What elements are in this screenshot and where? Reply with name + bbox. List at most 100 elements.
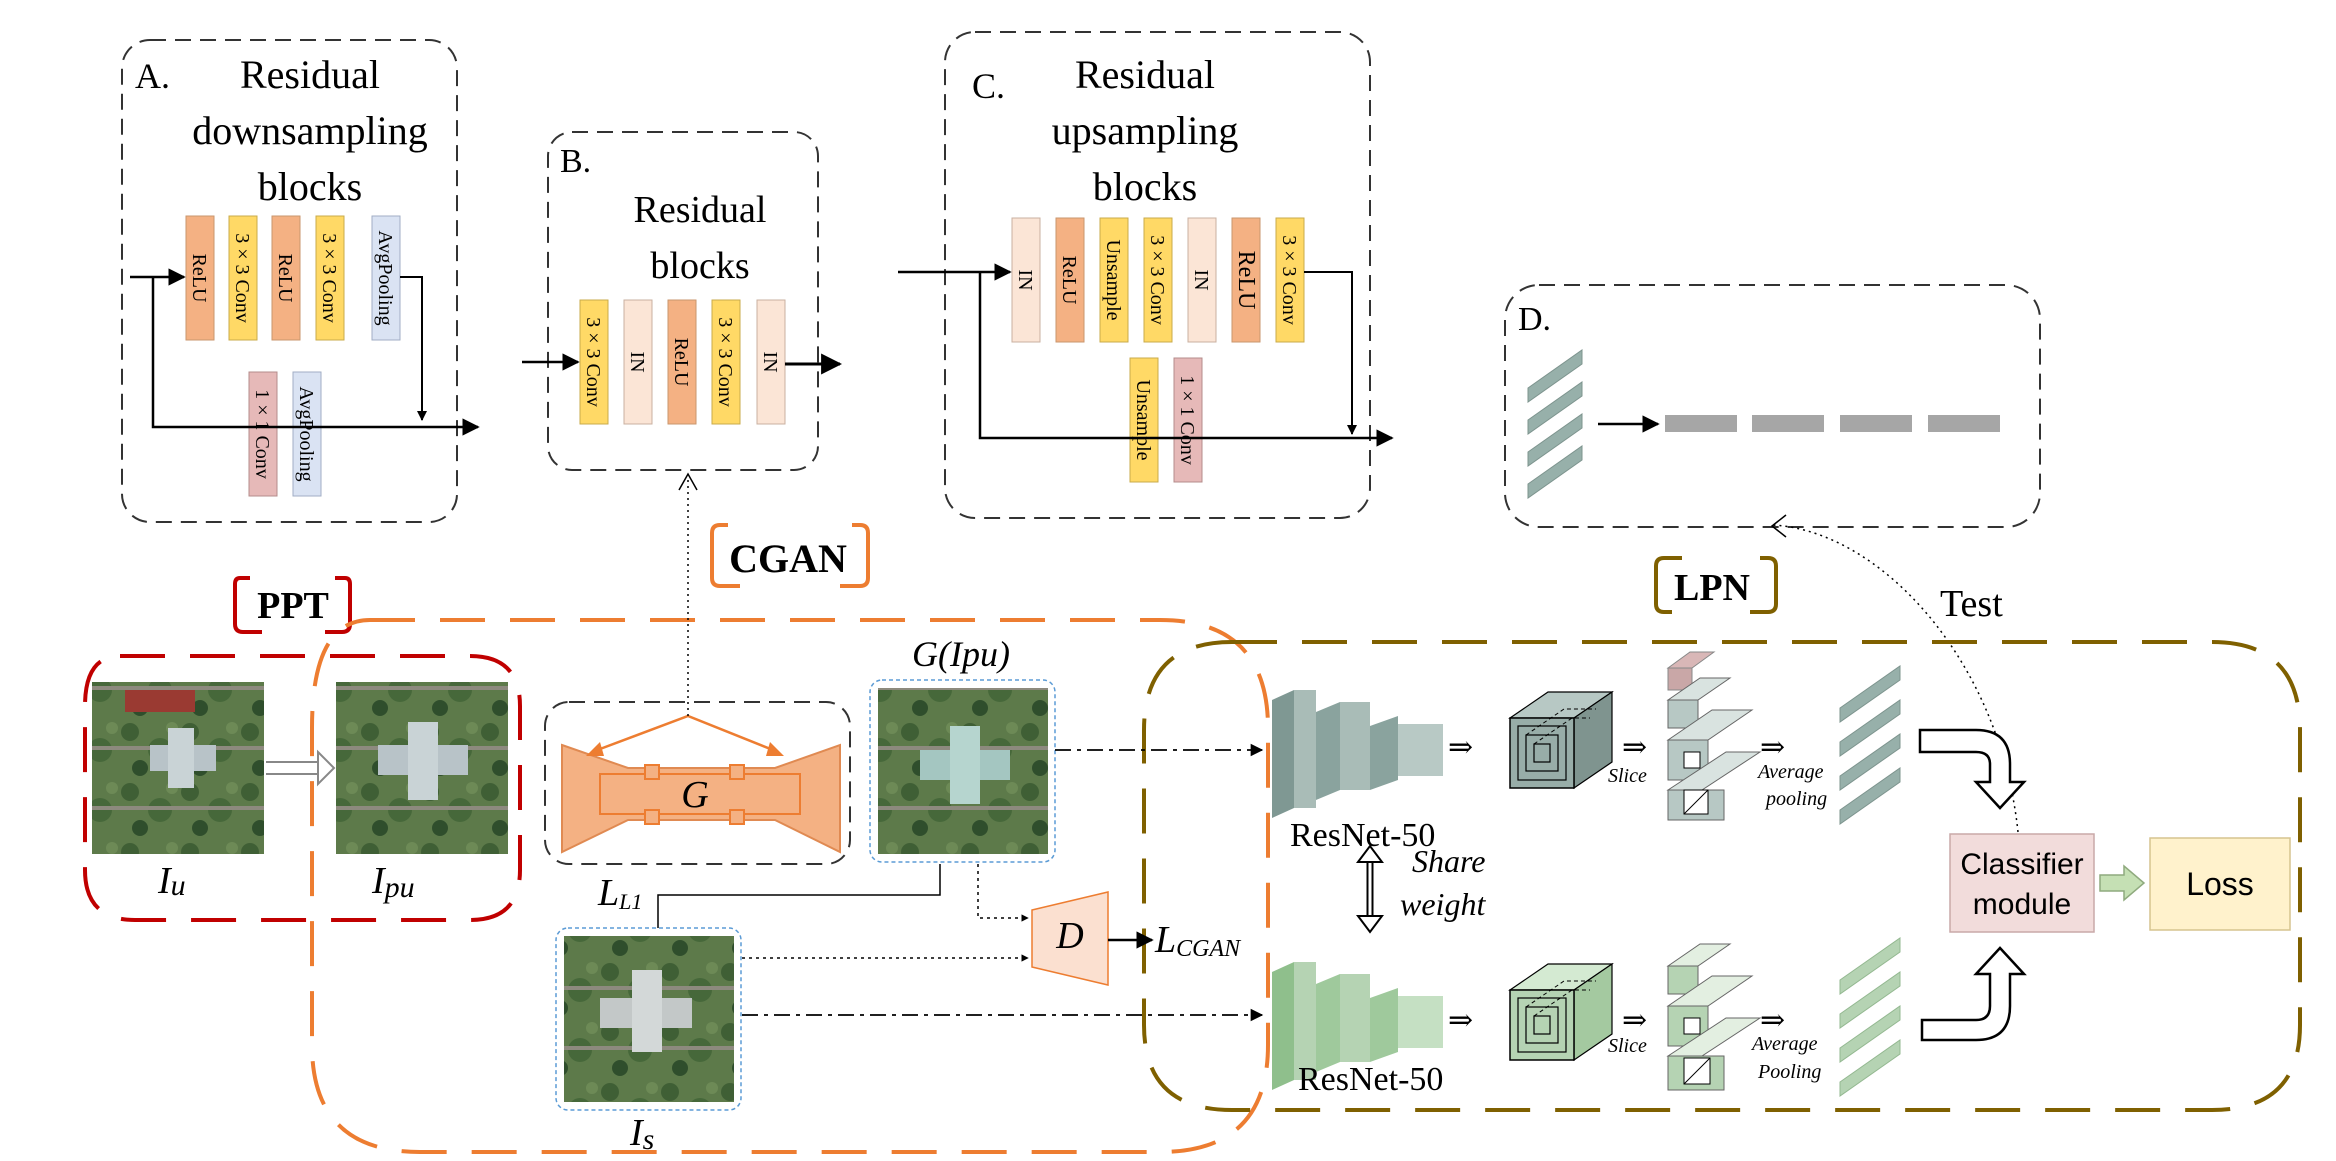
block-c-layer-conv-1: 3 × 3 Conv xyxy=(1146,235,1168,325)
lpn-region xyxy=(1142,640,2302,1112)
block-c-shortcut-unsample: Unsample xyxy=(1132,379,1154,460)
block-c-layer-conv-2: 3 × 3 Conv xyxy=(1278,235,1300,325)
implies-arrow-4: ⇒ xyxy=(1448,1004,1473,1037)
svg-text:LCGAN: LCGAN xyxy=(1154,919,1242,962)
resnet-top-label: ResNet-50 xyxy=(1290,817,1435,854)
resnet-bottom xyxy=(1272,962,1443,1090)
avgpool-bottom-label-2: Pooling xyxy=(1757,1061,1821,1083)
image-gipu xyxy=(869,679,1056,863)
ipu-main: I xyxy=(371,860,387,902)
image-is xyxy=(555,927,742,1111)
ppt-label: PPT xyxy=(257,585,329,627)
classifier-label-1: Classifier xyxy=(1960,848,2083,881)
curved-arrow-bottom xyxy=(1920,946,2027,1042)
classifier-module: Classifier module xyxy=(1949,833,2095,933)
classifier-label-2: module xyxy=(1973,888,2071,921)
block-c-shortcut-conv: 1 × 1 Conv xyxy=(1176,375,1198,465)
stripes-bottom xyxy=(1839,937,1901,1097)
block-a-layer-conv-2: 3 × 3 Conv xyxy=(318,233,340,323)
implies-arrow-3: ⇒ xyxy=(1760,731,1785,764)
avgpool-top-label-2: pooling xyxy=(1764,788,1827,810)
block-d-feature-parts: D. xyxy=(1504,284,2041,528)
block-a-layer-conv-1: 3 × 3 Conv xyxy=(231,233,253,323)
svg-text:Ipu: Ipu xyxy=(371,860,415,904)
cgan-tag: CGAN xyxy=(710,523,870,588)
svg-text:Iu: Iu xyxy=(157,860,186,902)
block-c-upsampling: C. Residual upsampling blocks IN ReLU Un… xyxy=(898,31,1394,519)
ppt-tag: PPT xyxy=(233,576,352,634)
block-c-layer-relu-2: ReLU xyxy=(1233,251,1259,310)
share-weight-arrow xyxy=(1356,844,1384,934)
lcgan-sub: CGAN xyxy=(1176,936,1242,962)
block-a-layer-relu-1: ReLU xyxy=(188,254,210,303)
share-label-1: Share xyxy=(1412,843,1485,879)
iu-main: I xyxy=(157,860,173,902)
block-b-residual: B. Residual blocks 3 × 3 Conv IN ReLU 3 … xyxy=(522,131,843,471)
block-a-layer-avgpool: AvgPooling xyxy=(374,230,396,325)
l1-sub: L1 xyxy=(618,889,642,914)
image-ipu xyxy=(336,682,508,854)
gipu-label: G(Ipu) xyxy=(912,634,1010,674)
block-d-letter: D. xyxy=(1518,301,1551,338)
block-b-title-1: Residual xyxy=(634,189,767,231)
is-sub: s xyxy=(643,1123,655,1156)
classifier-to-loss-arrow xyxy=(2099,864,2146,902)
svg-text:Is: Is xyxy=(629,1112,654,1156)
slices-top xyxy=(1666,651,1762,821)
resnet-bottom-label: ResNet-50 xyxy=(1298,1061,1443,1098)
implies-arrow-2: ⇒ xyxy=(1622,731,1647,764)
cgan-label: CGAN xyxy=(729,536,847,581)
implies-arrow-6: ⇒ xyxy=(1760,1004,1785,1037)
block-c-title-2: upsampling xyxy=(1052,108,1239,153)
avgpool-bottom-label-1: Average xyxy=(1750,1033,1818,1055)
l1-main: L xyxy=(597,872,619,914)
block-c-title-3: blocks xyxy=(1093,164,1197,209)
lpn-tag: LPN xyxy=(1654,556,1778,614)
block-b-layer-relu: ReLU xyxy=(670,338,692,387)
implies-arrow-5: ⇒ xyxy=(1622,1004,1647,1037)
block-c-layer-relu-1: ReLU xyxy=(1058,256,1080,305)
block-b-layer-in-2: IN xyxy=(759,351,781,372)
stripes-top xyxy=(1839,665,1901,825)
block-a-shortcut-avgpool: AvgPooling xyxy=(295,386,317,481)
curved-arrow-top xyxy=(1918,728,2027,810)
discriminator-label: D xyxy=(1055,915,1083,957)
feature-cube-bottom xyxy=(1508,962,1614,1062)
ppt-region xyxy=(83,654,522,922)
block-b-title-2: blocks xyxy=(650,245,749,287)
ipu-sub: pu xyxy=(383,871,415,904)
block-c-layer-unsample: Unsample xyxy=(1102,239,1124,320)
implies-arrow-1: ⇒ xyxy=(1448,731,1473,764)
loss-label: Loss xyxy=(2186,866,2254,902)
block-a-layer-relu-2: ReLU xyxy=(274,254,296,303)
svg-text:LL1: LL1 xyxy=(597,872,642,914)
block-b-layer-conv-1: 3 × 3 Conv xyxy=(582,317,604,407)
loss-box: Loss xyxy=(2149,837,2291,931)
block-d-stripes xyxy=(1527,349,1583,499)
iu-sub: u xyxy=(171,869,186,902)
generator: G xyxy=(544,701,851,865)
lcgan-main: L xyxy=(1154,919,1176,961)
block-c-title-1: Residual xyxy=(1075,52,1215,97)
block-a-title-1: Residual xyxy=(240,52,380,97)
block-b-letter: B. xyxy=(560,143,591,180)
discriminator: D xyxy=(1031,891,1109,986)
generator-label: G xyxy=(681,774,708,816)
slice-bottom-label: Slice xyxy=(1608,1035,1647,1057)
block-b-layer-in-1: IN xyxy=(626,351,648,372)
slice-top-label: Slice xyxy=(1608,765,1647,787)
avgpool-top-label-1: Average xyxy=(1756,761,1824,783)
is-main: I xyxy=(629,1112,645,1154)
block-a-letter: A. xyxy=(135,56,170,96)
block-d-part-features xyxy=(1665,415,2000,432)
block-b-layer-conv-2: 3 × 3 Conv xyxy=(714,317,736,407)
block-c-layer-in-1: IN xyxy=(1014,269,1036,290)
block-a-title-2: downsampling xyxy=(192,108,428,153)
resnet-top xyxy=(1272,690,1443,818)
block-c-letter: C. xyxy=(972,66,1005,106)
block-a-downsampling: A. Residual downsampling blocks ReLU 3 ×… xyxy=(121,39,480,523)
slices-bottom xyxy=(1666,943,1762,1091)
lpn-label: LPN xyxy=(1674,567,1750,609)
block-c-layer-in-2: IN xyxy=(1190,269,1212,290)
test-label: Test xyxy=(1940,583,2003,625)
